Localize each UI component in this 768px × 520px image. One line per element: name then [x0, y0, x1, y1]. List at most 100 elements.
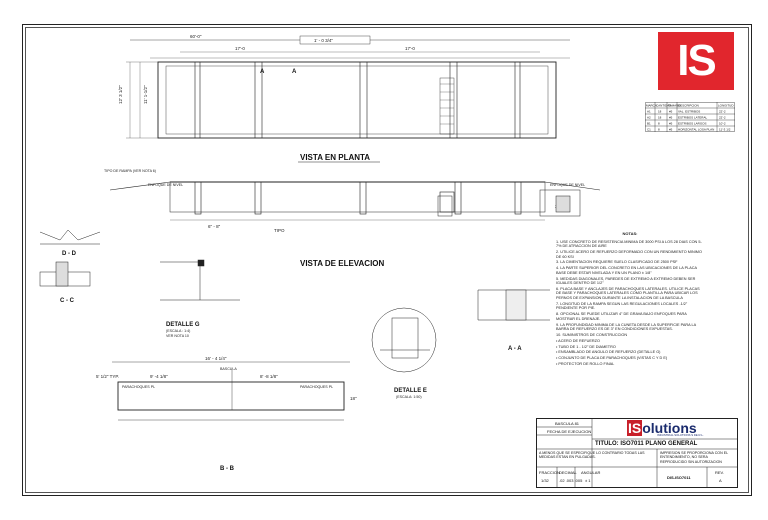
section-dd [39, 229, 101, 245]
plan-view-title: VISTA EN PLANTA [300, 153, 370, 162]
detail-e-title: DETALLE E [394, 388, 427, 394]
note-item: • CONJUNTO DE PLACA DE PARACHOQUES (VIST… [556, 356, 668, 361]
section-aa [477, 289, 550, 321]
table-cell: ESTRIBOS LATERAL [678, 116, 707, 120]
decimal-label: DECIMAL [559, 470, 577, 475]
note-item: • TUBO DE 1 - 1/2" DE DIAMETRO [556, 344, 616, 349]
enfoque-label: ENFOQUE DE NIVEL [148, 183, 183, 187]
section-cc [39, 261, 91, 287]
table-cell: A2 [647, 116, 651, 120]
table-cell: 18 [658, 110, 662, 114]
drawing-title: TITULO: ISO7011 PLANO GENERAL [595, 441, 698, 447]
elevation-view [109, 181, 601, 221]
detail-e [371, 307, 437, 373]
table-cell: 10'-2 [719, 122, 726, 126]
rebar-header-size: TAMAÑO [668, 103, 681, 108]
note-item: 4. LA PARTE SUPERIOR DEL CONCRETO EN LAS… [556, 266, 697, 275]
table-cell: 22'-2 [719, 116, 726, 120]
table-cell: 8 [658, 122, 660, 126]
table-cell: #5 [669, 122, 673, 126]
angular-label: ANGULAR [581, 470, 601, 475]
section-marker-a-right: A [292, 69, 297, 75]
brand-name: ISolutions [627, 420, 697, 436]
rebar-table: MARCA CANTIDAD TAMAÑO DESCRIPCION LONGIT… [645, 102, 735, 132]
table-cell: 18 [658, 116, 662, 120]
elevation-view-title: VISTA DE ELEVACION [300, 259, 385, 268]
title-block: BASCULA 81 FECHA DE EJECUCION ISolutions… [536, 418, 738, 488]
section-bb-title: B - B [220, 466, 235, 472]
note-item: • ENSAMBLADO DE ANGULO DE REFUERZO (DETA… [556, 350, 661, 355]
detail-g-note: VER NOTA 10 [166, 334, 189, 338]
section-bb-half-b: 8' -8 1/8" [260, 374, 278, 379]
plan-view [126, 35, 570, 139]
logo-text: IS [677, 36, 717, 85]
fraccion-value: 1/32 [541, 478, 549, 483]
detail-g [160, 259, 240, 301]
notes-title: NOTAS: [622, 231, 638, 236]
notes-block: NOTAS: 1. USE CONCRETO DE RESISTENCIA MI… [556, 231, 704, 368]
vertical-dimension-2: 11' 1-1/2" [143, 85, 148, 104]
document-number: DIS-ISO7011 [667, 475, 691, 480]
plan-end-detail [437, 189, 581, 217]
table-cell: VAL. ESTRIBOS [678, 110, 700, 114]
fraccion-label: FRACCION [539, 470, 560, 475]
title-block-grid [537, 419, 737, 487]
span-dimension-2: 17'-0 [405, 46, 415, 51]
note-item: 3. LA CIMENTACION REQUIERE SUELO CLASIFI… [556, 260, 678, 265]
drawing-sheet [22, 24, 752, 496]
brand-suffix: olutions [642, 420, 697, 436]
parachoques-right: PARACHOQUES PL [300, 385, 333, 389]
rebar-header-mark: MARCA [646, 104, 657, 108]
table-cell: HORIZONTAL LOSA PLAN [678, 128, 714, 132]
ramp-type-label: TIPO DE RAMPA (VER NOTA 6) [104, 169, 156, 173]
section-bb-height: 18" [350, 396, 357, 401]
section-bb [112, 361, 350, 421]
enfoque-label-right: ENFOQUE DE NIVEL [550, 183, 585, 187]
section-marker-a-left: A [260, 69, 265, 75]
span-dimension-1: 17'-0 [235, 46, 245, 51]
section-bb-total-dim: 16' - 4 1/4" [205, 356, 227, 361]
section-bb-small: 5' 1/2" TYP. [96, 374, 119, 379]
note-item: • PROTECTOR DE ROLLO FINAL [556, 361, 615, 366]
brand-subtitle: INDUSTRIAL SOLUTIONS S DE R.L. [657, 433, 704, 437]
note-item: 8. OPCIONAL SE PUEDE UTILIZAR 4" DE GRAV… [556, 312, 687, 321]
note-item: 9. LA PROFUNDIDAD MINIMA DE LA CUNETA DE… [556, 322, 696, 332]
table-cell: #5 [669, 116, 673, 120]
note-item: 6. PLACA BASE Y ANCLAJES DE PARACHOQUES … [556, 286, 700, 301]
parachoques-left: PARACHOQUES PL [122, 385, 155, 389]
overall-dimension: 1' - 0 3/4" [314, 38, 333, 43]
detail-g-scale: (ESCALA : 1:4) [166, 329, 190, 333]
table-cell: 8 [658, 128, 660, 132]
elevation-typ-label: TIPO [274, 228, 285, 233]
fecha-field-label: FECHA DE EJECUCION [547, 429, 592, 434]
rebar-header-desc: DESCRIPCION [678, 104, 699, 108]
table-cell: #5 [669, 128, 673, 132]
table-cell: B1 [647, 122, 651, 126]
angular-value: ± 1 [585, 478, 591, 483]
table-cell: 22'-2 [719, 110, 726, 114]
note-item: 5. MEDIDAS DIAGONALES, PAREDES DE EXTREM… [556, 276, 696, 286]
decimal-value: .02 .003 .005 [559, 478, 583, 483]
brand-mark: IS [627, 420, 643, 436]
note-item: 1. USE CONCRETO DE RESISTENCIA MINIMA DE… [556, 239, 702, 249]
company-logo: IS [658, 32, 734, 90]
vertical-dimension-1: 12' 3 1/2" [118, 85, 123, 104]
table-cell: 11'-3 1/2 [719, 128, 731, 132]
detail-e-scale: (ESCALA: 1:50) [396, 395, 422, 399]
overall-length: 60'-0" [190, 34, 202, 39]
sheet-inner-border [25, 27, 749, 493]
section-aa-title: A - A [508, 346, 522, 352]
revision-value: A [719, 478, 722, 483]
section-cc-title: C - C [60, 298, 75, 304]
table-cell: #5 [669, 110, 673, 114]
table-cell: A1 [647, 110, 651, 114]
note-item: 10. SUMINISTROS DE CONSTRUCCION [556, 332, 628, 337]
bascula-field-label: BASCULA 81 [555, 421, 580, 426]
copyright-note: IMPRESION SE PROPORCIONA CON EL ENTENDIM… [660, 451, 728, 464]
rebar-header-qty: CANTIDAD [656, 104, 672, 108]
elevation-slope-label: 6" - 8" [208, 224, 221, 229]
note-item: 7. LONGITUD DE LA RAMPA SEGUN LAS REGULA… [556, 301, 688, 311]
table-cell: C1 [647, 128, 651, 132]
rebar-header-length: LONGITUD [718, 104, 734, 108]
